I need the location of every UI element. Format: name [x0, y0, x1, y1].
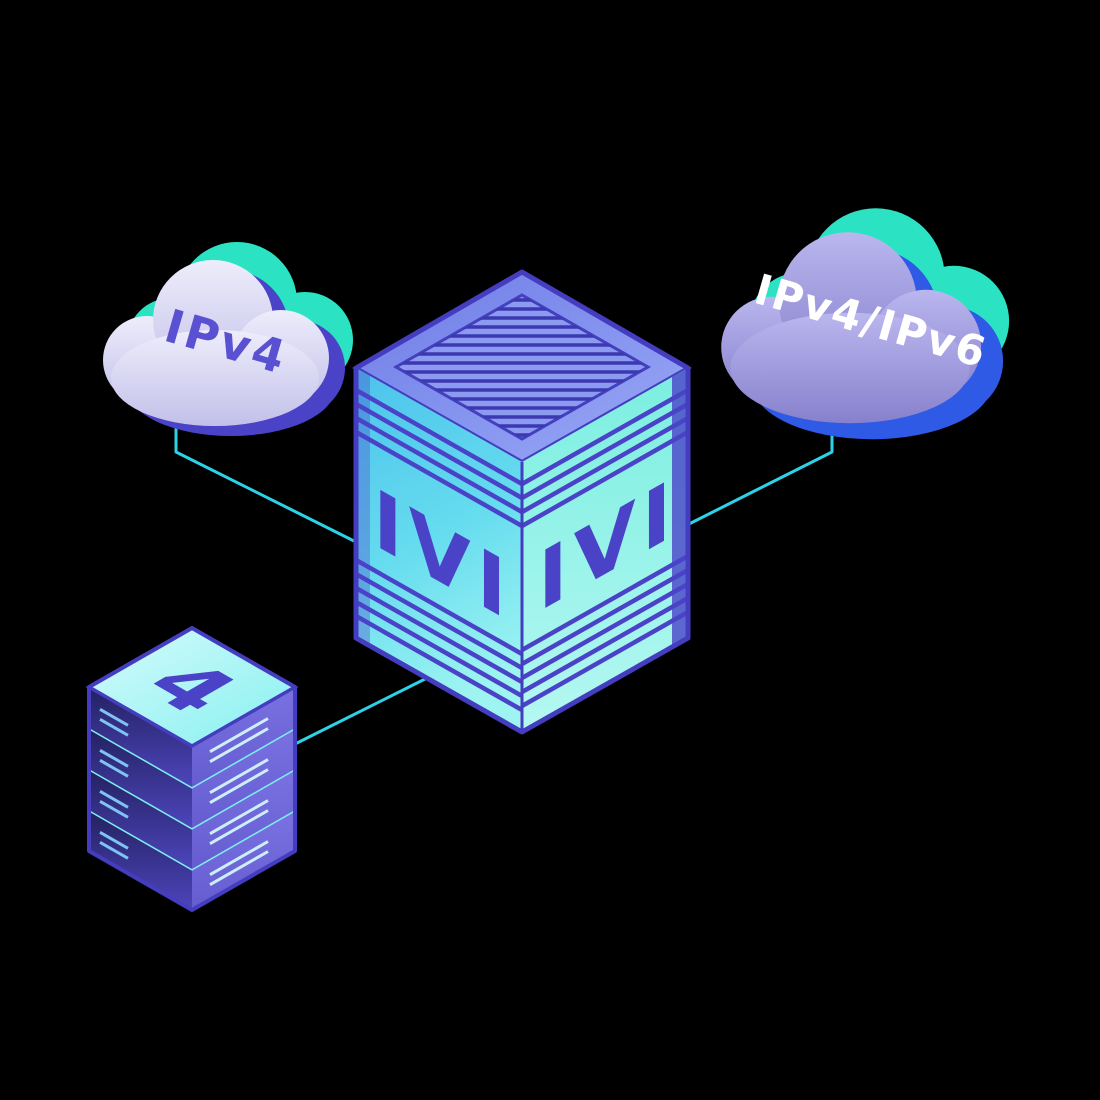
box-left-face-stripes [354, 388, 524, 712]
server-rack: 4 [85, 625, 299, 912]
connection-line-server-stack [294, 675, 430, 746]
ipv4-cloud: IPv4 [103, 242, 353, 436]
box-left-edge-shade [356, 368, 370, 646]
box-silhouette-outline [353, 269, 691, 735]
ivi-translator-box: IVI IVI [351, 269, 693, 735]
box-right-edge-shade [672, 368, 688, 647]
box-right-face-stripes [520, 388, 690, 708]
box-top-hatch-lines [396, 298, 648, 437]
box-top-inner-panel [392, 293, 652, 441]
server-silhouette-outline [87, 626, 297, 912]
dual-stack-cloud: IPv4/IPv6 [721, 208, 1010, 440]
